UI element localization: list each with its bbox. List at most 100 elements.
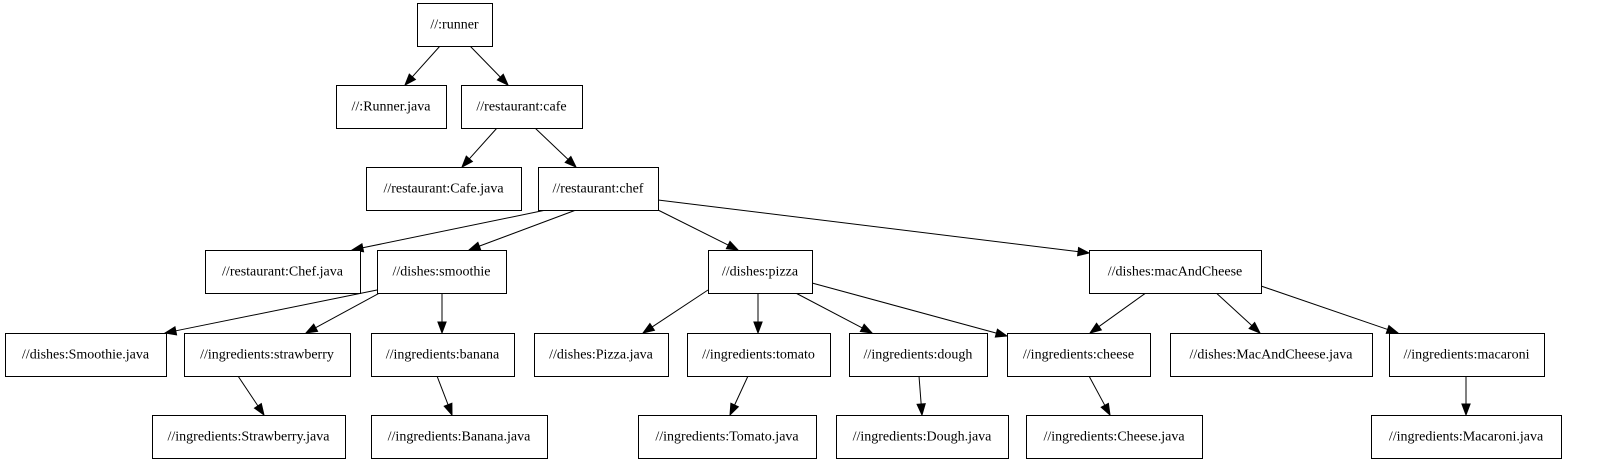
edge-arrowhead-icon: [1385, 324, 1400, 334]
node-label: //restaurant:Chef.java: [222, 265, 344, 280]
graph-node-ing_tomato[interactable]: //ingredients:tomato: [687, 333, 831, 377]
graph-edge: [657, 209, 740, 251]
graph-edge: [461, 127, 498, 169]
edge-arrowhead-icon: [641, 322, 656, 334]
edge-line: [468, 127, 498, 160]
edge-arrowhead-icon: [1461, 403, 1471, 417]
edge-line: [534, 127, 569, 160]
graph-edge: [916, 375, 926, 417]
graph-edge: [1212, 289, 1262, 334]
node-box[interactable]: [371, 333, 515, 377]
node-label: //restaurant:cafe: [476, 100, 566, 115]
node-label: //ingredients:Dough.java: [853, 430, 993, 445]
node-box[interactable]: [184, 333, 351, 377]
edge-arrowhead-icon: [1100, 402, 1111, 417]
graph-node-ing_dough[interactable]: //ingredients:dough: [849, 333, 988, 377]
node-label: //ingredients:cheese: [1023, 348, 1134, 363]
edge-line: [315, 289, 386, 329]
graph-node-banana_java[interactable]: //ingredients:Banana.java: [371, 415, 548, 459]
edge-arrowhead-icon: [461, 155, 474, 169]
edge-arrowhead-icon: [729, 402, 740, 417]
node-box[interactable]: [1371, 415, 1562, 459]
edge-line: [789, 289, 863, 329]
edge-line: [657, 209, 729, 246]
graph-node-dishes_smoothie[interactable]: //dishes:smoothie: [377, 250, 507, 294]
node-box[interactable]: [366, 167, 522, 211]
node-box[interactable]: [377, 250, 507, 294]
edge-arrowhead-icon: [437, 321, 447, 335]
graph-node-smoothie_java[interactable]: //dishes:Smoothie.java: [5, 333, 167, 377]
graph-node-ing_strawberry[interactable]: //ingredients:strawberry: [184, 333, 351, 377]
node-label: //dishes:Pizza.java: [549, 348, 654, 363]
graph-node-chef_java[interactable]: //restaurant:Chef.java: [205, 250, 361, 294]
node-box[interactable]: [534, 333, 669, 377]
node-label: //dishes:Smoothie.java: [22, 348, 150, 363]
node-box[interactable]: [1389, 333, 1545, 377]
graph-node-strawberry_java[interactable]: //ingredients:Strawberry.java: [152, 415, 346, 459]
graph-edge: [811, 282, 1009, 338]
node-box[interactable]: [461, 85, 583, 129]
edge-arrowhead-icon: [304, 323, 319, 334]
graph-node-macaroni_java[interactable]: //ingredients:Macaroni.java: [1371, 415, 1562, 459]
node-label: //dishes:pizza: [722, 265, 799, 280]
graph-node-ing_banana[interactable]: //ingredients:banana: [371, 333, 515, 377]
graph-node-dishes_pizza[interactable]: //dishes:pizza: [708, 250, 813, 294]
graph-node-cheese_java[interactable]: //ingredients:Cheese.java: [1026, 415, 1203, 459]
node-box[interactable]: [1026, 415, 1203, 459]
node-label: //dishes:macAndCheese: [1108, 265, 1243, 280]
edge-arrowhead-icon: [753, 321, 763, 335]
graph-edge: [350, 209, 547, 253]
graph-edge: [753, 290, 763, 335]
node-box[interactable]: [836, 415, 1009, 459]
node-box[interactable]: [371, 415, 548, 459]
edge-arrowhead-icon: [1076, 246, 1091, 257]
node-box[interactable]: [1170, 333, 1373, 377]
edge-arrowhead-icon: [443, 402, 453, 417]
node-box[interactable]: [1007, 333, 1151, 377]
node-label: //ingredients:Cheese.java: [1043, 430, 1185, 445]
graph-node-pizza_java[interactable]: //dishes:Pizza.java: [534, 333, 669, 377]
graph-node-dough_java[interactable]: //ingredients:Dough.java: [836, 415, 1009, 459]
graph-node-cafe_java[interactable]: //restaurant:Cafe.java: [366, 167, 522, 211]
graph-node-runner_java[interactable]: //:Runner.java: [336, 85, 447, 129]
edge-line: [651, 289, 709, 328]
node-box[interactable]: [336, 85, 447, 129]
node-box[interactable]: [708, 250, 813, 294]
graph-edge: [163, 289, 378, 336]
edge-arrowhead-icon: [1088, 322, 1103, 334]
edge-arrowhead-icon: [994, 328, 1009, 338]
graph-node-runner[interactable]: //:runner: [417, 3, 493, 47]
node-box[interactable]: [638, 415, 817, 459]
node-box[interactable]: [5, 333, 167, 377]
node-label: //restaurant:chef: [553, 182, 644, 197]
node-label: //ingredients:dough: [864, 348, 973, 363]
node-box[interactable]: [417, 3, 493, 47]
graph-edge: [534, 127, 578, 168]
nodes-layer: //:runner //:Runner.java //restaurant:cafe…: [5, 3, 1562, 459]
node-box[interactable]: [205, 250, 361, 294]
edge-arrowhead-icon: [1248, 321, 1262, 334]
graph-node-dishes_mac[interactable]: //dishes:macAndCheese: [1089, 250, 1262, 294]
graph-edge: [467, 209, 577, 251]
node-label: //ingredients:Tomato.java: [655, 430, 799, 445]
node-box[interactable]: [538, 167, 659, 211]
edge-line: [436, 375, 449, 405]
graph-node-restaurant_cafe[interactable]: //restaurant:cafe: [461, 85, 583, 129]
graph-node-ing_cheese[interactable]: //ingredients:cheese: [1007, 333, 1151, 377]
node-label: //ingredients:banana: [386, 348, 500, 363]
edge-arrowhead-icon: [496, 73, 509, 87]
node-box[interactable]: [849, 333, 988, 377]
node-label: //dishes:MacAndCheese.java: [1190, 348, 1354, 363]
graph-node-ing_macaroni[interactable]: //ingredients:macaroni: [1389, 333, 1545, 377]
node-box[interactable]: [152, 415, 346, 459]
graph-node-mac_java[interactable]: //dishes:MacAndCheese.java: [1170, 333, 1373, 377]
graph-edge: [404, 45, 441, 87]
graph-node-tomato_java[interactable]: //ingredients:Tomato.java: [638, 415, 817, 459]
node-box[interactable]: [1089, 250, 1262, 294]
edge-line: [734, 375, 749, 406]
edge-line: [411, 45, 441, 78]
node-box[interactable]: [687, 333, 831, 377]
graph-edge: [304, 289, 386, 334]
graph-node-restaurant_chef[interactable]: //restaurant:chef: [538, 167, 659, 211]
